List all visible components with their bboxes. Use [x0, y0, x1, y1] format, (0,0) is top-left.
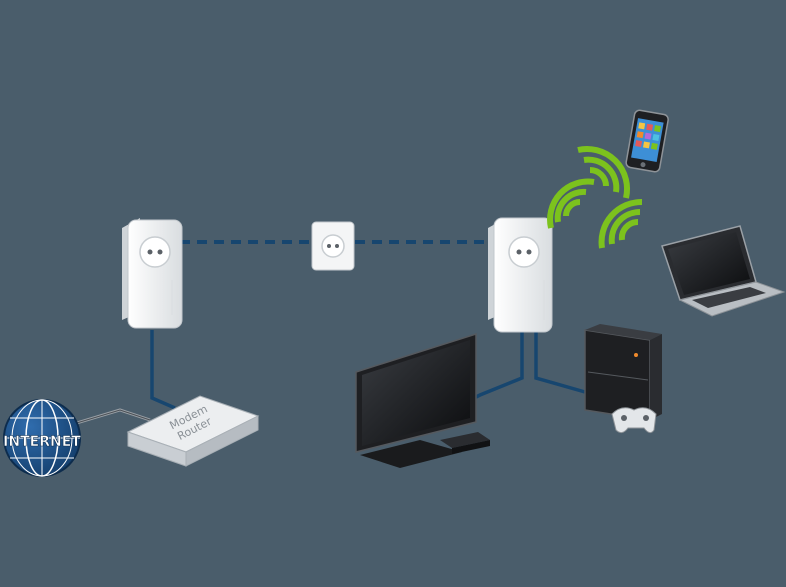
tv-icon — [355, 332, 490, 468]
smartphone-icon — [625, 109, 669, 173]
internet-label: INTERNET — [3, 434, 81, 450]
laptop-icon — [661, 225, 786, 317]
gamepad-icon — [611, 407, 657, 434]
globe-icon — [3, 399, 81, 477]
wifi-signal-icon — [547, 145, 643, 249]
powerline-adapter-left — [122, 218, 183, 329]
powerline-adapter-right — [488, 217, 553, 333]
router-icon — [126, 395, 260, 467]
wall-outlet-icon — [311, 221, 355, 271]
internet-cable — [69, 408, 151, 427]
game-console-icon — [584, 324, 662, 421]
